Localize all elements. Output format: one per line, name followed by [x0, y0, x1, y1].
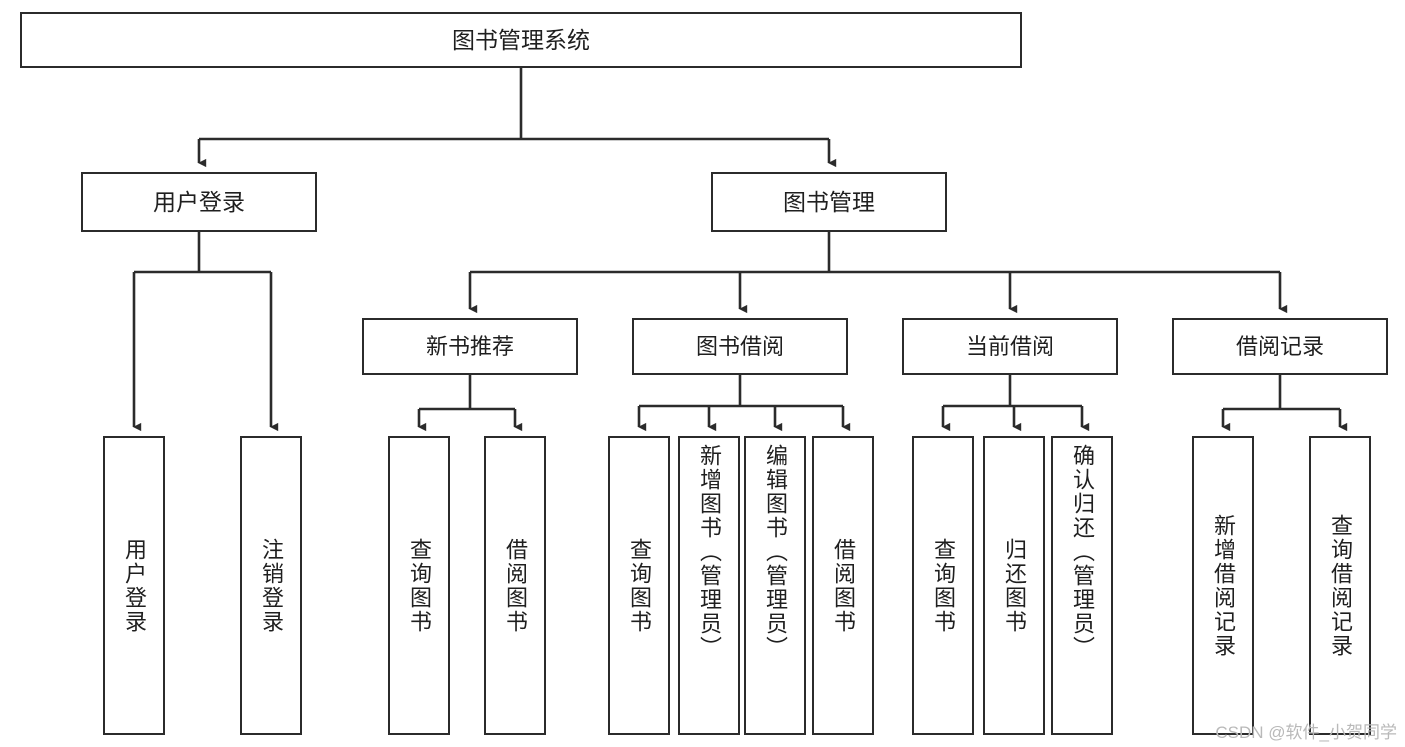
node-label: 编辑图书（管理员）: [763, 444, 788, 660]
leaf-node-edit-book-admin[interactable]: 编辑图书（管理员）: [744, 436, 806, 735]
leaf-node-add-borrow-record[interactable]: 新增借阅记录: [1192, 436, 1254, 735]
node-label: 查询图书: [407, 537, 432, 634]
node-label: 查询借阅记录: [1328, 513, 1353, 658]
leaf-node-query-borrow-record[interactable]: 查询借阅记录: [1309, 436, 1371, 735]
node-label: 借阅记录: [1235, 333, 1324, 359]
leaf-node-query-book-1[interactable]: 查询图书: [388, 436, 450, 735]
csdn-watermark: CSDN @软件_小贺同学: [1215, 723, 1397, 742]
node-label: 图书管理: [783, 188, 875, 215]
leaf-node-query-book-2[interactable]: 查询图书: [608, 436, 670, 735]
leaf-node-query-book-3[interactable]: 查询图书: [912, 436, 974, 735]
leaf-node-borrow-book-1[interactable]: 借阅图书: [484, 436, 546, 735]
node-label: 归还图书: [1002, 537, 1027, 634]
node-label: 查询图书: [931, 537, 956, 634]
node-label: 图书管理系统: [452, 26, 590, 53]
node-label: 新书推荐: [425, 333, 514, 359]
node-book-management[interactable]: 图书管理: [711, 172, 947, 232]
leaf-node-add-book-admin[interactable]: 新增图书（管理员）: [678, 436, 740, 735]
node-label: 新增借阅记录: [1211, 513, 1236, 658]
leaf-node-borrow-book-2[interactable]: 借阅图书: [812, 436, 874, 735]
node-label: 查询图书: [627, 537, 652, 634]
node-label: 借阅图书: [503, 537, 528, 634]
node-user-login[interactable]: 用户登录: [81, 172, 317, 232]
leaf-node-logout[interactable]: 注销登录: [240, 436, 302, 735]
node-label: 当前借阅: [965, 333, 1054, 359]
node-label: 新增图书（管理员）: [697, 444, 722, 660]
node-label: 用户登录: [122, 537, 147, 634]
node-label: 确认归还（管理员）: [1070, 444, 1095, 660]
node-label: 借阅图书: [831, 537, 856, 634]
node-root-book-management-system[interactable]: 图书管理系统: [20, 12, 1022, 68]
node-borrow-record[interactable]: 借阅记录: [1172, 318, 1388, 375]
node-new-book-recommend[interactable]: 新书推荐: [362, 318, 578, 375]
node-current-borrow[interactable]: 当前借阅: [902, 318, 1118, 375]
node-label: 注销登录: [259, 537, 284, 634]
node-label: 图书借阅: [695, 333, 784, 359]
node-label: 用户登录: [153, 188, 245, 215]
node-book-borrow[interactable]: 图书借阅: [632, 318, 848, 375]
leaf-node-user-login[interactable]: 用户登录: [103, 436, 165, 735]
leaf-node-confirm-return-admin[interactable]: 确认归还（管理员）: [1051, 436, 1113, 735]
leaf-node-return-book[interactable]: 归还图书: [983, 436, 1045, 735]
